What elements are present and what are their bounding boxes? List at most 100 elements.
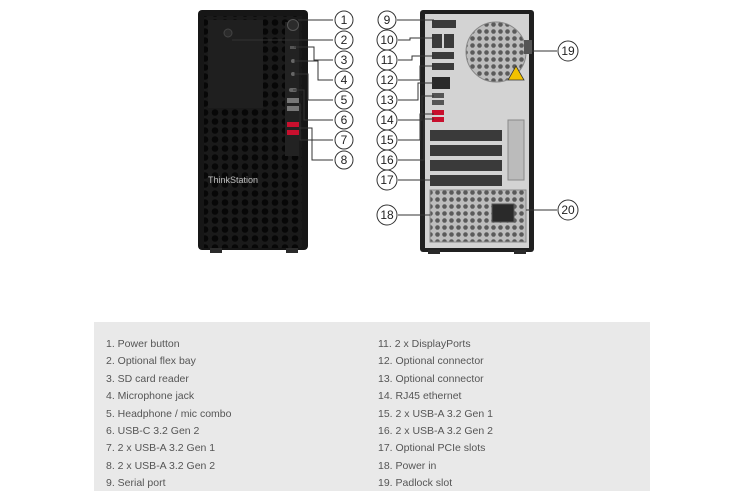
svg-text:4: 4: [341, 73, 348, 87]
rj45-port-icon: [432, 77, 450, 89]
svg-text:5: 5: [341, 93, 348, 107]
callout-12: 12: [376, 69, 398, 91]
callout-15: 15: [376, 129, 398, 151]
svg-text:15: 15: [380, 133, 394, 147]
legend-item: 19. Padlock slot: [378, 477, 453, 490]
legend-column-right: 11. 2 x DisplayPorts 12. Optional connec…: [378, 336, 493, 493]
legend-item: 18. Power in: [378, 459, 437, 472]
svg-text:9: 9: [384, 13, 391, 27]
svg-text:11: 11: [381, 53, 394, 67]
legend-item: 1. Power button: [106, 338, 180, 350]
legend-item: 5. Headphone / mic combo: [106, 407, 232, 420]
svg-text:17: 17: [380, 173, 394, 187]
callout-16: 16: [376, 149, 398, 171]
legend-item: 3. SD card reader: [106, 372, 189, 385]
legend-item: 15. 2 x USB-A 3.2 Gen 1: [378, 407, 493, 420]
displayport-icon: [444, 34, 454, 48]
serial-port-icon: [432, 20, 456, 28]
legend-item: 16. 2 x USB-A 3.2 Gen 2: [378, 424, 493, 437]
callout-4: 4: [334, 70, 354, 90]
svg-text:10: 10: [380, 33, 394, 47]
front-view: ThinkStation: [198, 10, 308, 253]
usb-a-gen1-port-icon: [287, 106, 299, 111]
callout-7: 7: [334, 130, 354, 150]
svg-text:13: 13: [380, 93, 394, 107]
power-in-socket-icon: [491, 203, 515, 223]
pcie-slot: [430, 160, 502, 171]
headphone-jack-icon: [291, 72, 295, 76]
padlock-slot-icon: [524, 40, 532, 54]
callout-5: 5: [334, 90, 354, 110]
usb-a-gen2-port-icon: [287, 122, 299, 127]
callout-3: 3: [334, 50, 354, 70]
warning-label-icon: [507, 65, 525, 81]
legend-item: 9. Serial port: [106, 477, 166, 490]
usb-a-gen2-port-icon: [287, 130, 299, 135]
pcie-slot: [430, 130, 502, 141]
callout-8: 8: [334, 150, 354, 170]
flex-bay: [208, 20, 263, 108]
callout-6: 6: [334, 110, 354, 130]
legend-item: 6. USB-C 3.2 Gen 2: [106, 424, 200, 437]
svg-text:20: 20: [561, 203, 575, 217]
svg-text:18: 18: [380, 208, 394, 222]
callout-17: 17: [376, 169, 398, 191]
rear-view: [420, 10, 534, 254]
legend-item: 14. RJ45 ethernet: [378, 390, 462, 403]
mic-jack-icon: [291, 59, 295, 63]
callout-14: 14: [376, 109, 398, 131]
displayport-icon: [432, 34, 442, 48]
svg-text:2: 2: [341, 33, 348, 47]
svg-text:16: 16: [380, 153, 394, 167]
workstation-diagram: ThinkStation: [198, 10, 579, 254]
usb-a-gen1-port-icon: [287, 98, 299, 103]
svg-text:14: 14: [380, 113, 394, 127]
legend-column-left: 1. Power button 2. Optional flex bay 3. …: [106, 336, 232, 493]
callout-circles: 1 2 3 4 5 6 7 8 9 10 11 12 13 14 15 16 1…: [334, 10, 579, 226]
legend-item: 12. Optional connector: [378, 355, 484, 368]
usb-a-gen1-port-icon: [432, 93, 444, 98]
usb-a-gen2-port-icon: [432, 110, 444, 115]
sd-slot-icon: [290, 46, 296, 49]
pcie-slot: [430, 145, 502, 156]
optional-connector-icon: [432, 63, 454, 70]
legend-item: 4. Microphone jack: [106, 390, 195, 403]
callout-18: 18: [376, 204, 398, 226]
front-foot: [210, 248, 222, 253]
front-leader-lines: [232, 19, 333, 161]
legend-item: 11. 2 x DisplayPorts: [378, 338, 471, 350]
svg-text:19: 19: [561, 44, 575, 58]
callout-19: 19: [557, 40, 579, 62]
legend-item: 7. 2 x USB-A 3.2 Gen 1: [106, 442, 216, 455]
callout-13: 13: [376, 89, 398, 111]
legend-item: 8. 2 x USB-A 3.2 Gen 2: [106, 459, 216, 472]
callout-20: 20: [557, 199, 579, 221]
svg-text:3: 3: [341, 53, 348, 67]
legend-item: 17. Optional PCIe slots: [378, 442, 486, 455]
svg-text:12: 12: [380, 73, 394, 87]
svg-text:8: 8: [341, 153, 348, 167]
svg-text:7: 7: [341, 133, 348, 147]
callout-1: 1: [334, 10, 354, 30]
front-foot: [286, 248, 298, 253]
expansion-bracket: [507, 119, 525, 181]
rear-leader-lines: [397, 19, 557, 216]
callout-9: 9: [377, 10, 397, 30]
legend-item: 13. Optional connector: [378, 372, 484, 385]
callout-11: 11: [376, 49, 398, 71]
callout-10: 10: [376, 29, 398, 51]
flex-bay-icon: [223, 28, 233, 38]
legend-panel: 1. Power button 2. Optional flex bay 3. …: [94, 322, 650, 491]
power-button-icon: [287, 19, 299, 31]
optional-connector-icon: [432, 52, 454, 59]
legend-item: 2. Optional flex bay: [106, 355, 196, 368]
usb-a-gen1-port-icon: [432, 100, 444, 105]
usb-a-gen2-port-icon: [432, 117, 444, 122]
svg-text:1: 1: [341, 13, 348, 27]
pcie-slot: [430, 175, 502, 186]
svg-text:6: 6: [341, 113, 348, 127]
rear-foot: [514, 250, 526, 254]
brand-label: ThinkStation: [208, 175, 258, 185]
rear-foot: [428, 250, 440, 254]
callout-2: 2: [334, 30, 354, 50]
